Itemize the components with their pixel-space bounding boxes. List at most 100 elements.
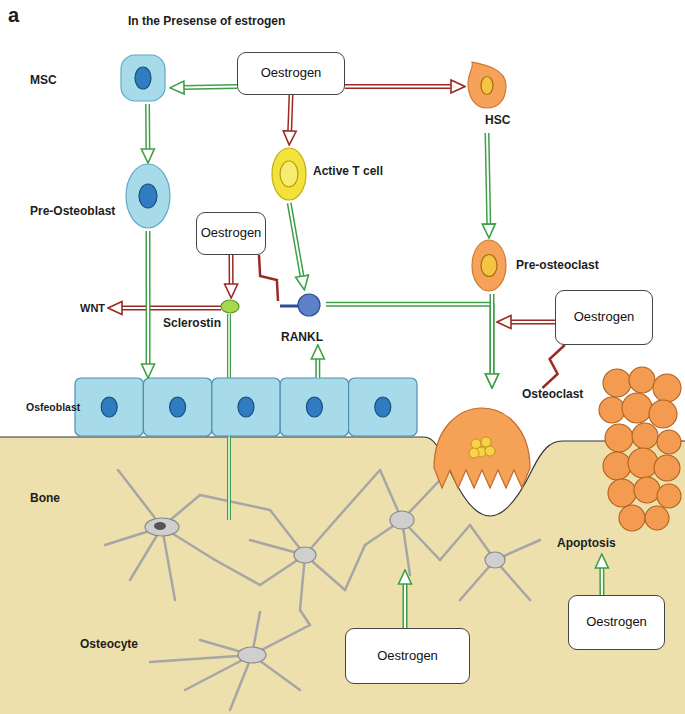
osteocyte xyxy=(145,518,179,536)
arrow-shaft xyxy=(326,304,492,376)
dendrite xyxy=(150,612,310,710)
dendrite xyxy=(365,470,440,575)
dendrite xyxy=(105,470,215,600)
osteoblast-cell xyxy=(280,378,348,436)
cell-nucleus xyxy=(375,397,391,417)
arrowhead-carrier xyxy=(326,304,492,388)
apoptotic-body xyxy=(649,400,677,428)
osteocyte xyxy=(238,647,266,663)
cell-label: Pre-osteoclast xyxy=(516,259,599,273)
arrow-shaft xyxy=(345,84,453,89)
ligand-marker: RANKL xyxy=(278,290,326,345)
cell-nucleus xyxy=(238,397,254,417)
stem-cell: HSC xyxy=(465,58,515,133)
apoptotic-body xyxy=(628,448,658,478)
arrow-shaft-inner xyxy=(326,304,492,376)
stimulate-arrow xyxy=(148,231,149,378)
apoptotic-body xyxy=(657,430,681,454)
cell-body xyxy=(121,55,165,101)
apoptotic-body xyxy=(619,505,645,531)
stimulate-arrow xyxy=(317,345,318,378)
bolt-line xyxy=(259,255,278,301)
arrowhead-carrier xyxy=(601,554,602,595)
cell-shape xyxy=(280,292,322,318)
stimulate-arrow xyxy=(405,570,406,628)
bone-surface xyxy=(0,437,685,516)
cell-nucleus xyxy=(135,67,151,89)
stimulate-arrow xyxy=(147,104,148,163)
cell-body xyxy=(472,240,506,291)
cell-nucleus xyxy=(469,448,479,458)
osteocyte-nucleus xyxy=(154,522,166,530)
pathway-label: WNT xyxy=(80,302,105,315)
arrow-shaft xyxy=(182,86,237,87)
inhibit-arrow xyxy=(231,255,232,298)
arrow-shaft-inner xyxy=(290,95,291,133)
precursor-cell: Pre-Osteoblast xyxy=(25,163,175,231)
cell-nucleus xyxy=(481,77,493,95)
arrow-shaft-inner xyxy=(491,294,493,376)
stem-cell: MSC xyxy=(25,52,170,104)
t-cell: Active T cell xyxy=(270,145,390,203)
arrowhead-carrier xyxy=(289,95,291,145)
stimulate-arrow xyxy=(491,294,492,388)
cell-body xyxy=(126,164,170,228)
osteoblast-cell xyxy=(75,378,143,436)
cell-shape xyxy=(468,58,506,108)
cell-shape xyxy=(597,368,685,533)
bone-matrix xyxy=(0,437,685,714)
osteocyte-network xyxy=(105,470,540,710)
cell-nucleus xyxy=(139,184,157,208)
cell-label: MSC xyxy=(30,74,57,88)
inhibit-arrow xyxy=(289,95,291,145)
arrow-shaft xyxy=(289,203,302,278)
arrowhead-carrier xyxy=(148,231,149,378)
apoptotic-body xyxy=(632,423,658,449)
arrow-shaft-inner xyxy=(147,104,149,151)
arrowhead-carrier xyxy=(317,345,318,378)
receptor-head xyxy=(298,294,320,316)
stimulate-arrow xyxy=(326,304,492,388)
hormone-box: Oestrogen xyxy=(196,212,266,255)
cell-body xyxy=(468,62,506,108)
arrowhead-carrier xyxy=(491,294,492,388)
box-label: Oestrogen xyxy=(377,649,438,664)
osteoblast-cell xyxy=(349,378,417,436)
hormone-box: Oestrogen xyxy=(237,52,345,95)
inhibit-arrow xyxy=(345,86,465,87)
cell-label: Pre-Osteoblast xyxy=(30,205,115,219)
arrowhead-carrier xyxy=(170,86,237,87)
cell-nucleus xyxy=(101,397,117,417)
inhibit-arrow xyxy=(497,322,555,323)
diagram-title: In the Presense of estrogen xyxy=(128,14,285,28)
stimulate-arrow xyxy=(487,133,489,238)
arrow-shaft-inner xyxy=(345,85,453,87)
arrow-shaft xyxy=(146,231,151,366)
precursor-cell: Pre-osteoclast xyxy=(470,238,610,294)
box-label: Oestrogen xyxy=(586,615,647,630)
stimulate-arrow xyxy=(170,86,237,87)
cell-label: Osteoclast xyxy=(522,388,583,402)
arrow-shaft-inner xyxy=(147,231,149,366)
cell-shape xyxy=(471,239,507,292)
stimulate-arrow xyxy=(289,203,304,290)
arrow-shaft-inner xyxy=(182,86,237,87)
cell-label: Apoptosis xyxy=(557,537,616,551)
cell-nucleus xyxy=(481,255,497,277)
cell-label: HSC xyxy=(485,114,510,128)
cell-label: Osfeoblast xyxy=(26,401,80,413)
apoptotic-body xyxy=(634,477,660,503)
inhibit-bolt xyxy=(259,255,278,301)
tissue-label: Bone xyxy=(30,492,60,506)
apoptotic-cluster: Apoptosis xyxy=(555,368,685,554)
cell-nucleus xyxy=(280,161,298,187)
cell-shape xyxy=(75,378,417,436)
arrow-shaft-inner xyxy=(230,255,232,286)
cell-label: Sclerostin xyxy=(163,317,221,331)
receptor-stalk xyxy=(280,305,298,308)
apoptotic-body xyxy=(657,484,681,508)
osteoclast-cell: Osteoclast xyxy=(432,388,592,492)
arrow-shaft xyxy=(290,95,291,133)
arrowhead-carrier xyxy=(487,133,489,238)
apoptotic-body xyxy=(654,455,680,481)
